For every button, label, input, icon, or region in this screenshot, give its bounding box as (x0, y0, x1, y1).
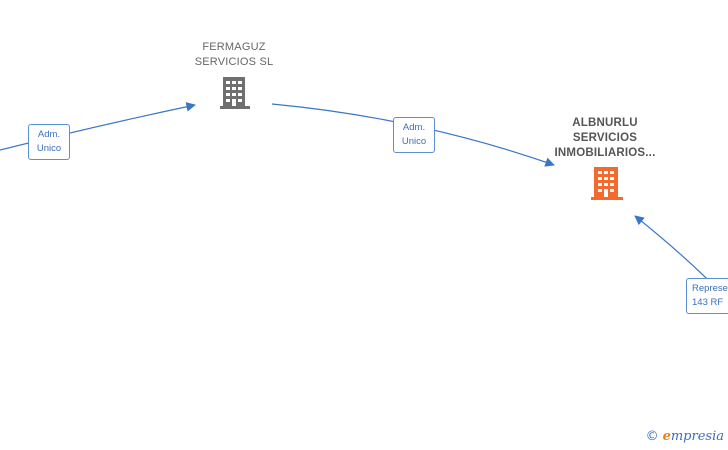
brand-watermark: ©empresia (646, 429, 724, 444)
brand-name: mpresia (670, 429, 724, 444)
copyright-symbol: © (645, 429, 659, 444)
brand-initial: e (662, 429, 671, 444)
edge-label-left-to-fermaguz[interactable]: Adm. Unico (28, 124, 70, 160)
building-icon[interactable] (591, 167, 623, 200)
edge-left-to-fermaguz[interactable] (0, 102, 196, 151)
node-label-fermaguz[interactable]: FERMAGUZ SERVICIOS SL (194, 41, 274, 68)
node-label-albnurlu[interactable]: ALBNURLU SERVICIOS INMOBILIARIOS... (554, 117, 656, 159)
edge-label-fermaguz-to-albnurlu[interactable]: Adm. Unico (393, 117, 435, 153)
edge-label-right-to-albnurlu[interactable]: Represe 143 RF (686, 278, 728, 314)
building-icon[interactable] (220, 77, 250, 109)
